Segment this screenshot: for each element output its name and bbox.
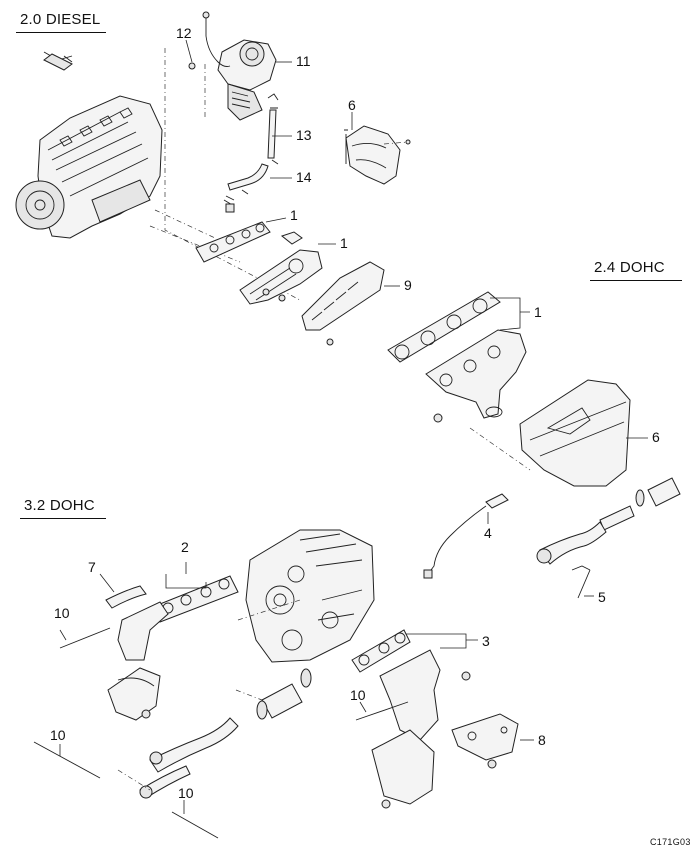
callout-6-dohc24: 6 (652, 429, 660, 445)
callout-3: 3 (482, 633, 490, 649)
dohc32-studs (33, 627, 409, 839)
callout-1-diesel-manifold: 1 (340, 235, 348, 251)
callout-10-lower-left: 10 (50, 727, 66, 743)
callout-8: 8 (538, 732, 546, 748)
callout-1-dohc24: 1 (534, 304, 542, 320)
callout-1-diesel-gasket: 1 (290, 207, 298, 223)
dohc24-oxygen-sensor (423, 493, 509, 579)
diesel-heat-shield (344, 125, 411, 185)
callout-5: 5 (598, 589, 606, 605)
section-title-diesel: 2.0 DIESEL (20, 11, 101, 28)
diesel-assembly-lines (149, 48, 301, 301)
oil-pipes (223, 109, 279, 213)
callout-10-left-stud: 10 (54, 605, 70, 621)
dohc24-stud (577, 569, 591, 599)
callout-9: 9 (404, 277, 412, 293)
dohc32-y-pipe (139, 717, 239, 799)
diesel-exhaust-manifold (239, 249, 323, 305)
dohc24-heat-shield (519, 379, 631, 487)
dohc32-right-heat-shield (451, 713, 519, 769)
callout-10-bottom: 10 (178, 785, 194, 801)
callout-12: 12 (176, 25, 192, 41)
dohc24-gasket (387, 291, 501, 363)
dohc24-catalytic-converter (536, 477, 681, 571)
callout-6-diesel: 6 (348, 97, 356, 113)
diesel-manifold-heat-shield (301, 261, 385, 346)
figure-code: C171G03 (650, 837, 691, 847)
callout-14: 14 (296, 169, 312, 185)
section-underline-dohc32 (20, 518, 106, 519)
dohc32-assembly-lines (117, 599, 301, 791)
callout-10-right-stud: 10 (350, 687, 366, 703)
turbocharger (188, 11, 279, 121)
section-title-dohc32: 3.2 DOHC (24, 497, 95, 514)
dohc32-engine-block (245, 529, 375, 663)
callout-2: 2 (181, 539, 189, 555)
dohc32-left-manifold (105, 585, 169, 721)
callout-11: 11 (296, 53, 311, 69)
callout-7: 7 (88, 559, 96, 575)
diesel-engine-block (15, 51, 163, 239)
callout-13: 13 (296, 127, 312, 143)
dohc32-catalytic-converter (256, 668, 312, 720)
dohc24-exhaust-manifold (425, 329, 527, 423)
callout-leaders (59, 39, 648, 814)
section-underline-dohc24 (590, 280, 682, 281)
dohc32-right-gasket (351, 629, 411, 673)
dohc32-right-manifold (371, 649, 471, 809)
section-title-dohc24: 2.4 DOHC (594, 259, 665, 276)
diesel-manifold-gasket (195, 221, 303, 263)
callout-4: 4 (484, 525, 492, 541)
section-underline-diesel (16, 32, 106, 33)
dohc24-assembly-line (469, 427, 531, 471)
